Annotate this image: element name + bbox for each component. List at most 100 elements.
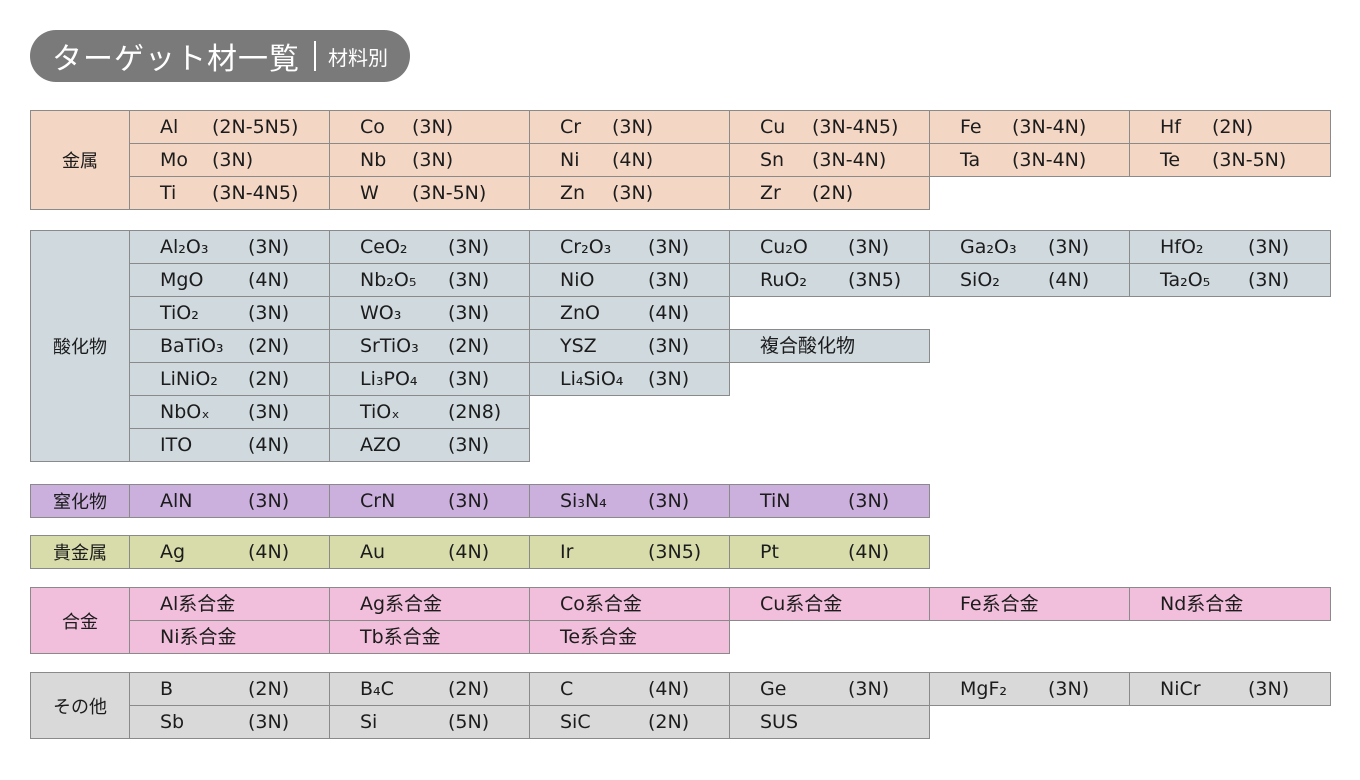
material-name: NiCr [1160,678,1201,700]
material-cell: Si(5N) [329,705,530,739]
material-name: Te [1160,149,1181,171]
purity-grade: (3N) [648,236,690,258]
material-name: Pt [760,541,779,563]
material-cell: Al(2N-5N5) [129,110,330,144]
material-cell: Cr₂O₃ (3N) [529,230,730,264]
material-cell: Cu系合金 [729,587,930,621]
material-cell: Nd系合金 [1129,587,1331,621]
material-name: HfO₂ [1160,236,1204,258]
category-label: 合金 [30,587,130,654]
material-name: Co [360,116,385,138]
material-cell: Au(4N) [329,535,530,569]
material-name: Nd系合金 [1160,593,1244,615]
material-name: C [560,678,574,700]
material-name: Li₃PO₄ [360,368,418,390]
material-name: CeO₂ [360,236,408,258]
material-name: WO₃ [360,302,402,324]
material-name: TiN [760,490,791,512]
material-cell: Cr(3N) [529,110,730,144]
purity-grade: (3N-4N) [812,149,887,171]
material-cell: SiC(2N) [529,705,730,739]
material-cell: Nb(3N) [329,143,530,177]
purity-grade: (3N) [1248,269,1290,291]
material-name: Ag [160,541,186,563]
material-name: Ni系合金 [160,626,237,648]
material-name: SiC [560,711,591,733]
material-cell: Zr(2N) [729,176,930,210]
material-cell: Nb₂O₅(3N) [329,263,530,297]
material-cell: Ga₂O₃(3N) [929,230,1130,264]
category-label: 貴金属 [30,535,130,569]
material-name: Ta₂O₅ [1160,269,1211,291]
material-name: Nb₂O₅ [360,269,417,291]
material-name: BaTiO₃ [160,335,224,357]
material-name: Te系合金 [560,626,638,648]
purity-grade: (3N) [448,434,490,456]
material-name: AlN [160,490,193,512]
purity-grade: (3N-4N5) [212,182,299,204]
purity-grade: (4N) [1048,269,1090,291]
purity-grade: (3N) [248,711,290,733]
material-name: TiO₂ [160,302,199,324]
material-cell: 複合酸化物 [729,329,930,363]
purity-grade: (3N) [248,490,290,512]
material-name: Ge [760,678,787,700]
purity-grade: (3N-4N5) [812,116,899,138]
material-name: Al₂O₃ [160,236,209,258]
material-name: Cu₂O [760,236,808,258]
purity-grade: (3N) [412,149,454,171]
material-name: CrN [360,490,396,512]
material-name: MgF₂ [960,678,1007,700]
purity-grade: (4N) [612,149,654,171]
title-divider [314,41,316,71]
purity-grade: (2N) [448,678,490,700]
purity-grade: (3N) [648,335,690,357]
material-cell: Ti (3N-4N5) [129,176,330,210]
purity-grade: (3N-4N) [1012,149,1087,171]
material-name: SiO₂ [960,269,1000,291]
purity-grade: (3N) [648,368,690,390]
material-name: ZnO [560,302,601,324]
material-cell: Cu(3N-4N5) [729,110,930,144]
material-cell: Ni系合金 [129,620,330,654]
material-name: NbOₓ [160,401,210,423]
material-name: Mo [160,149,189,171]
category-label: 窒化物 [30,484,130,518]
material-cell: SUS [729,705,930,739]
purity-grade: (3N) [1048,236,1090,258]
material-cell: HfO₂(3N) [1129,230,1331,264]
purity-grade: (2N-5N5) [212,116,299,138]
material-cell: Co系合金 [529,587,730,621]
material-cell: Hf(2N) [1129,110,1331,144]
purity-grade: (3N) [612,116,654,138]
material-cell: AlN (3N) [129,484,330,518]
material-name: Au [360,541,386,563]
material-name: Cr₂O₃ [560,236,612,258]
material-name: AZO [360,434,401,456]
page-title: ターゲット材一覧 [52,42,300,77]
material-name: Zn [560,182,586,204]
material-cell: NbOₓ (3N) [129,395,330,429]
material-cell: ZnO (4N) [529,296,730,330]
material-cell: NiO(3N) [529,263,730,297]
material-cell: Ag系合金 [329,587,530,621]
purity-grade: (3N) [412,116,454,138]
purity-grade: (3N) [848,678,890,700]
material-cell: C(4N) [529,672,730,706]
material-name: Li₄SiO₄ [560,368,624,390]
material-cell: Mo(3N) [129,143,330,177]
material-cell: AZO (3N) [329,428,530,462]
material-name: Fe [960,116,982,138]
material-cell: Al系合金 [129,587,330,621]
material-name: Ti [160,182,177,204]
material-cell: Fe(3N-4N) [929,110,1130,144]
purity-grade: (4N) [648,302,690,324]
material-cell: Pt(4N) [729,535,930,569]
purity-grade: (3N) [248,401,290,423]
purity-grade: (3N-5N) [412,182,487,204]
purity-grade: (3N-5N) [1212,149,1287,171]
material-name: LiNiO₂ [160,368,218,390]
material-cell: CrN(3N) [329,484,530,518]
material-cell: MgO(4N) [129,263,330,297]
